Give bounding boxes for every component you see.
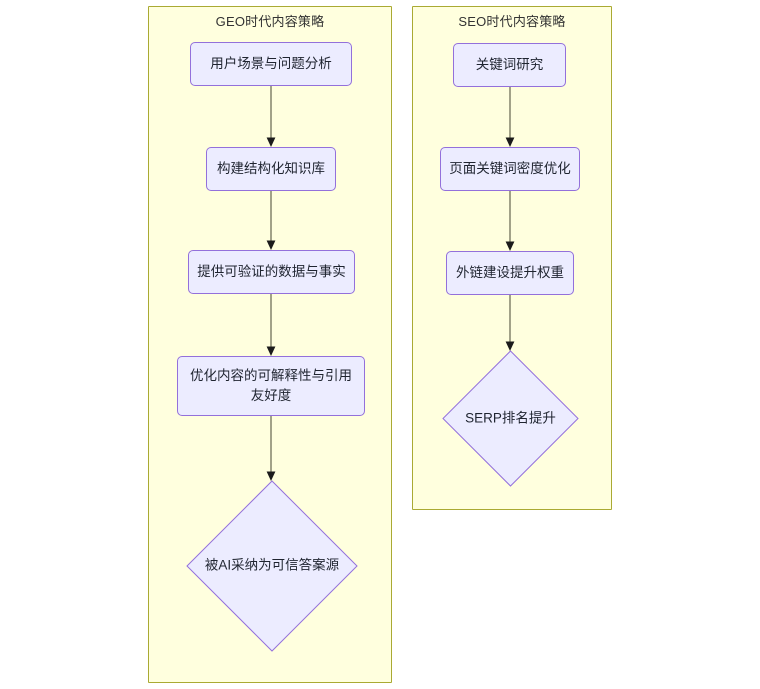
subgraph-geo-title: GEO时代内容策略 (215, 14, 325, 29)
node-geo-4[interactable]: 优化内容的可解释性与引用 友好度 (177, 356, 365, 416)
subgraph-seo-title: SEO时代内容策略 (458, 14, 566, 29)
node-geo-1[interactable]: 用户场景与问题分析 (190, 42, 352, 86)
node-seo-1[interactable]: 关键词研究 (453, 43, 566, 87)
node-geo-4-label-line1: 优化内容的可解释性与引用 (190, 368, 352, 384)
diamond-shape-geo-5 (186, 480, 358, 652)
diamond-shape-seo-4 (442, 350, 579, 487)
node-geo-3-label: 提供可验证的数据与事实 (197, 264, 346, 280)
node-geo-4-label-line2: 友好度 (250, 388, 292, 403)
node-geo-1-label: 用户场景与问题分析 (210, 56, 332, 72)
node-seo-3-label: 外链建设提升权重 (456, 265, 564, 281)
node-seo-2[interactable]: 页面关键词密度优化 (440, 147, 580, 191)
node-seo-4[interactable]: SERP排名提升 (442, 350, 579, 487)
node-geo-2-label: 构建结构化知识库 (217, 161, 325, 177)
node-seo-1-label: 关键词研究 (475, 57, 544, 73)
node-geo-2[interactable]: 构建结构化知识库 (206, 147, 336, 191)
node-seo-3[interactable]: 外链建设提升权重 (446, 251, 574, 295)
node-geo-5[interactable]: 被AI采纳为可信答案源 (186, 480, 358, 652)
node-geo-3[interactable]: 提供可验证的数据与事实 (188, 250, 355, 294)
node-seo-2-label: 页面关键词密度优化 (449, 161, 571, 177)
